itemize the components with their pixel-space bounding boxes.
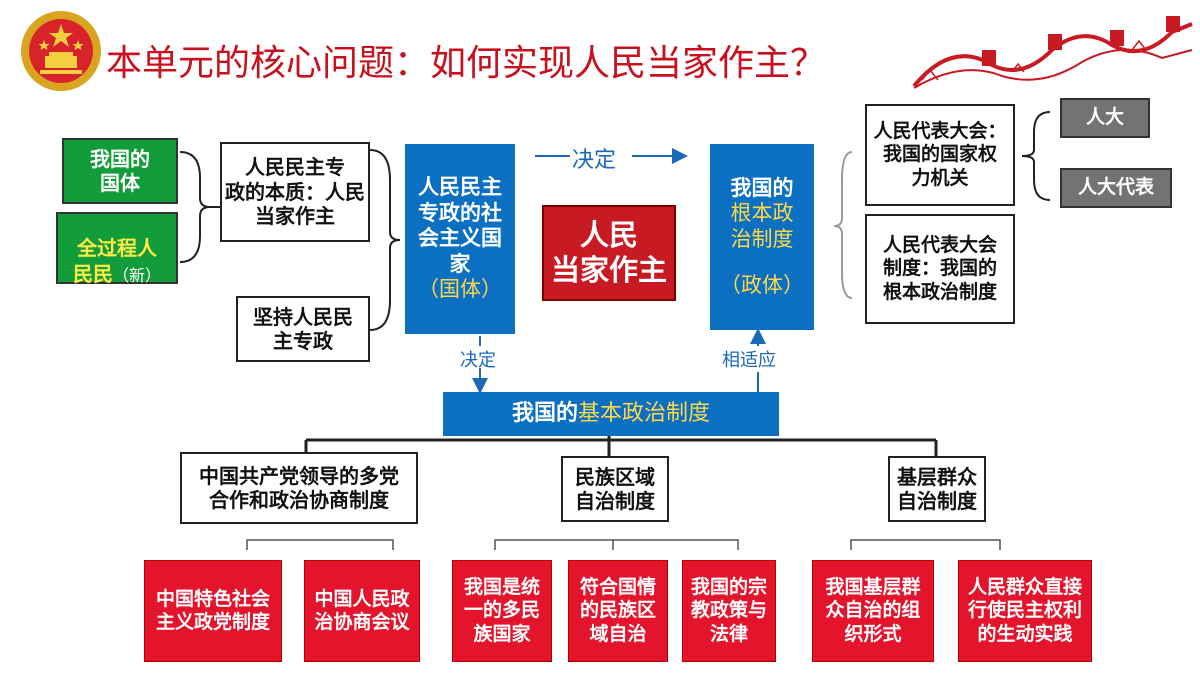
state-system-label: 人民民主 专政的社 会主义国 家 xyxy=(418,174,502,276)
new-note: （新） xyxy=(112,266,161,285)
political-system-box: 我国的 根本政 治制度 （政体） xyxy=(710,144,814,330)
multiparty-cooperation-box: 中国共产党领导的多党 合作和政治协商制度 xyxy=(180,452,418,524)
cppcc-leaf: 中国人民政 治协商会议 xyxy=(304,560,420,662)
religion-policy-leaf: 我国的宗 教政策与 法律 xyxy=(682,560,776,662)
whole-process-democracy-box: 全过程人 民民（新） xyxy=(56,212,178,286)
party-system-leaf: 中国特色社会 主义政党制度 xyxy=(144,560,282,662)
grassroots-form-leaf: 我国基层群 众自治的组 织形式 xyxy=(812,560,934,662)
political-system-sub: （政体） xyxy=(720,272,804,297)
national-system-green-box: 我国的 国体 xyxy=(62,138,178,204)
npc-system-box: 人民代表大会 制度：我国的 根本政治制度 xyxy=(865,214,1015,324)
multiethnic-nation-leaf: 我国是统 一的多民 族国家 xyxy=(452,560,552,662)
whole-process-democracy-label: 全过程人 民民 xyxy=(72,236,157,286)
decide-down-label: 决定 xyxy=(460,350,496,371)
decide-top-label: 决定 xyxy=(572,148,617,173)
adapt-label: 相适应 xyxy=(722,350,776,371)
npc-deputy-tag-box: 人大代表 xyxy=(1060,168,1172,208)
adhere-box: 坚持人民民 主专政 xyxy=(236,296,370,362)
political-system-prefix: 我国的 xyxy=(730,175,794,200)
grassroots-autonomy-box: 基层群众 自治制度 xyxy=(888,456,986,522)
regional-autonomy-leaf: 符合国情 的民族区 域自治 xyxy=(568,560,668,662)
npc-box: 人民代表大会： 我国的国家权 力机关 xyxy=(865,104,1015,206)
page-title: 本单元的核心问题：如何实现人民当家作主？ xyxy=(106,43,827,84)
npc-tag-box: 人大 xyxy=(1060,98,1150,138)
basic-political-system-bar: 我国的基本政治制度 xyxy=(443,392,779,436)
basic-system-prefix: 我国的 xyxy=(511,400,578,426)
people-masters-box: 人民 当家作主 xyxy=(542,205,676,301)
great-wall-icon xyxy=(912,10,1194,90)
direct-democracy-leaf: 人民群众直接 行使民主权利 的生动实践 xyxy=(958,560,1092,662)
regional-autonomy-box: 民族区域 自治制度 xyxy=(561,456,669,522)
state-system-box: 人民民主 专政的社 会主义国 家 （国体） xyxy=(405,144,515,334)
national-emblem-icon xyxy=(18,8,104,94)
basic-system-highlight: 基本政治制度 xyxy=(578,400,711,426)
political-system-highlight: 根本政 治制度 xyxy=(730,201,794,251)
essence-box: 人民民主专 政的本质：人民 当家作主 xyxy=(220,142,370,242)
state-system-sub: （国体） xyxy=(418,277,502,302)
